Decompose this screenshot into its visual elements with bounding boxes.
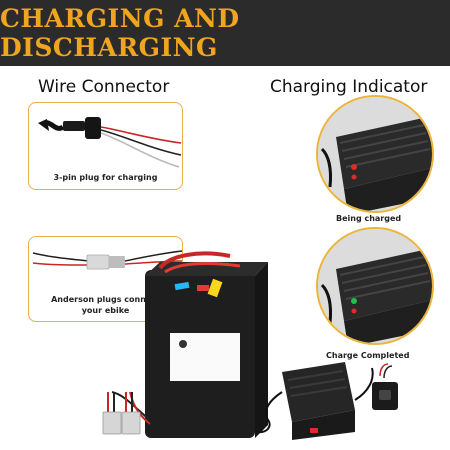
banner-title: CHARGING AND DISCHARGING bbox=[0, 4, 240, 62]
wire-connector-caption: 3-pin plug for charging bbox=[53, 173, 158, 182]
anderson-caption-line1: Anderson plugs connect bbox=[51, 295, 160, 304]
wire-connector-card: 3-pin plug for charging bbox=[28, 102, 183, 190]
green-led-icon bbox=[351, 298, 357, 304]
anderson-caption-line2: your ebike bbox=[81, 306, 130, 315]
charging-indicator-circle bbox=[316, 95, 434, 213]
red-led-icon bbox=[351, 164, 357, 170]
blue-tag bbox=[174, 281, 190, 291]
complete-indicator-circle bbox=[316, 227, 434, 345]
charge-completed-caption: Charge Completed bbox=[326, 351, 410, 360]
red-led-icon-3 bbox=[351, 308, 357, 314]
charging-indicator-title: Charging Indicator bbox=[270, 77, 428, 97]
anderson-plug-left bbox=[102, 411, 122, 435]
yellow-tag bbox=[207, 278, 223, 298]
charger-closeup-charging bbox=[318, 97, 432, 211]
charger-closeup-complete bbox=[318, 229, 432, 343]
anderson-plug-right bbox=[121, 411, 141, 435]
anderson-plug-caption: Anderson plugs connect your ebike bbox=[29, 294, 182, 316]
three-pin-plug-illustration bbox=[38, 117, 182, 168]
anderson-plug-illustration bbox=[32, 250, 183, 270]
wire-connector-title: Wire Connector bbox=[38, 77, 170, 97]
header-banner: CHARGING AND DISCHARGING bbox=[0, 0, 450, 66]
battery-label-plate bbox=[170, 333, 240, 381]
red-led-icon-2 bbox=[351, 174, 357, 180]
being-charged-caption: Being charged bbox=[336, 214, 402, 223]
